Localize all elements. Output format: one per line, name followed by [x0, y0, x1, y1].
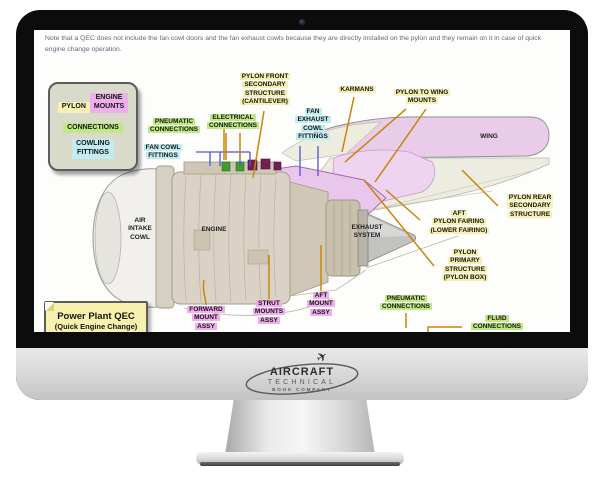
note-text: Note that a QEC does not include the fan… — [45, 35, 542, 54]
caption-subtitle: (Quick Engine Change) — [54, 322, 138, 331]
diagram-label-fluid-connections: FLUID CONNECTIONS — [470, 315, 524, 331]
diagram-label-fan-cowl-fittings: FAN COWL FITTINGS — [143, 144, 183, 160]
webcam-icon — [299, 19, 306, 26]
diagram-label-aft-pylon-fairing: AFT PYLON FAIRING (LOWER FAIRING) — [428, 210, 490, 234]
monitor-stand-base-edge — [200, 462, 400, 466]
brand-logo: ✈ AIRCRAFT TECHNICAL BOOK COMPANY — [222, 351, 382, 399]
brand-line3: BOOK COMPANY — [272, 387, 332, 392]
diagram-label-exhaust-system: EXHAUST SYSTEM — [351, 224, 383, 240]
diagram-label-pylon-primary-structure: PYLON PRIMARY STRUCTURE (PYLON BOX) — [441, 249, 489, 282]
monitor-stand-neck — [225, 398, 375, 455]
diagram-label-fan-exhaust-cowl-fittings: FAN EXHAUST COWL FITTINGS — [295, 108, 331, 141]
diagram-label-forward-mount-assy: FORWARD MOUNT ASSY — [187, 306, 225, 330]
brand-line1: AIRCRAFT — [270, 366, 334, 378]
leader-lines — [202, 96, 499, 332]
monitor-stand-base — [196, 452, 404, 465]
diagram-label-pylon-rear-secondary-structure: PYLON REAR SECONDARY STRUCTURE — [506, 194, 554, 218]
diagram-label-air-intake-cowl: AIR INTAKE COWL — [128, 217, 152, 241]
diagram-label-strut-mounts-assy: STRUT MOUNTS ASSY — [252, 300, 286, 324]
diagram-label-pneumatic-connections-top: PNEUMATIC CONNECTIONS — [147, 118, 201, 134]
legend-item-connections: CONNECTIONS — [63, 122, 123, 134]
diagram-label-pylon-to-wing-mounts: PYLON TO WING MOUNTS — [393, 89, 451, 105]
monitor-chin: ✈ AIRCRAFT TECHNICAL BOOK COMPANY — [16, 348, 588, 400]
legend-item-engine-mounts: ENGINE MOUNTS — [89, 93, 129, 113]
brand-line2: TECHNICAL — [268, 379, 336, 386]
caption-title: Power Plant QEC — [57, 311, 135, 322]
engine-diagram-artwork — [92, 96, 550, 332]
diagram-label-pylon-front-secondary-structure: PYLON FRONT SECONDARY STRUCTURE (CANTILE… — [239, 73, 291, 106]
diagram-label-karmans: KARMANS — [338, 86, 376, 93]
diagram-label-aft-mount-assy: AFT MOUNT ASSY — [307, 292, 335, 316]
karman-shape — [281, 121, 382, 162]
diagram-label-wing: WING — [480, 133, 498, 140]
diagram-label-electrical-connections: ELECTRICAL CONNECTIONS — [206, 114, 260, 130]
cowl-fitting-leader-lines — [196, 146, 319, 176]
screen-content: Note that a QEC does not include the fan… — [34, 30, 570, 332]
diagram-label-pneumatic-connections-bottom: PNEUMATIC CONNECTIONS — [379, 295, 433, 311]
legend-item-pylon: PYLON — [57, 101, 90, 113]
monitor-bezel: Note that a QEC does not include the fan… — [16, 10, 588, 400]
caption-sticky-note: Power Plant QEC (Quick Engine Change) — [44, 301, 148, 332]
diagram-label-engine: ENGINE — [201, 226, 227, 233]
legend-box: PYLONENGINE MOUNTS CONNECTIONS COWLING FIT… — [48, 82, 138, 171]
callout-layer: PNEUMATIC CONNECTIONS ELECTRICAL CONNECTI… — [34, 30, 570, 332]
legend-item-cowling-fittings: COWLING FITTINGS — [72, 139, 114, 159]
